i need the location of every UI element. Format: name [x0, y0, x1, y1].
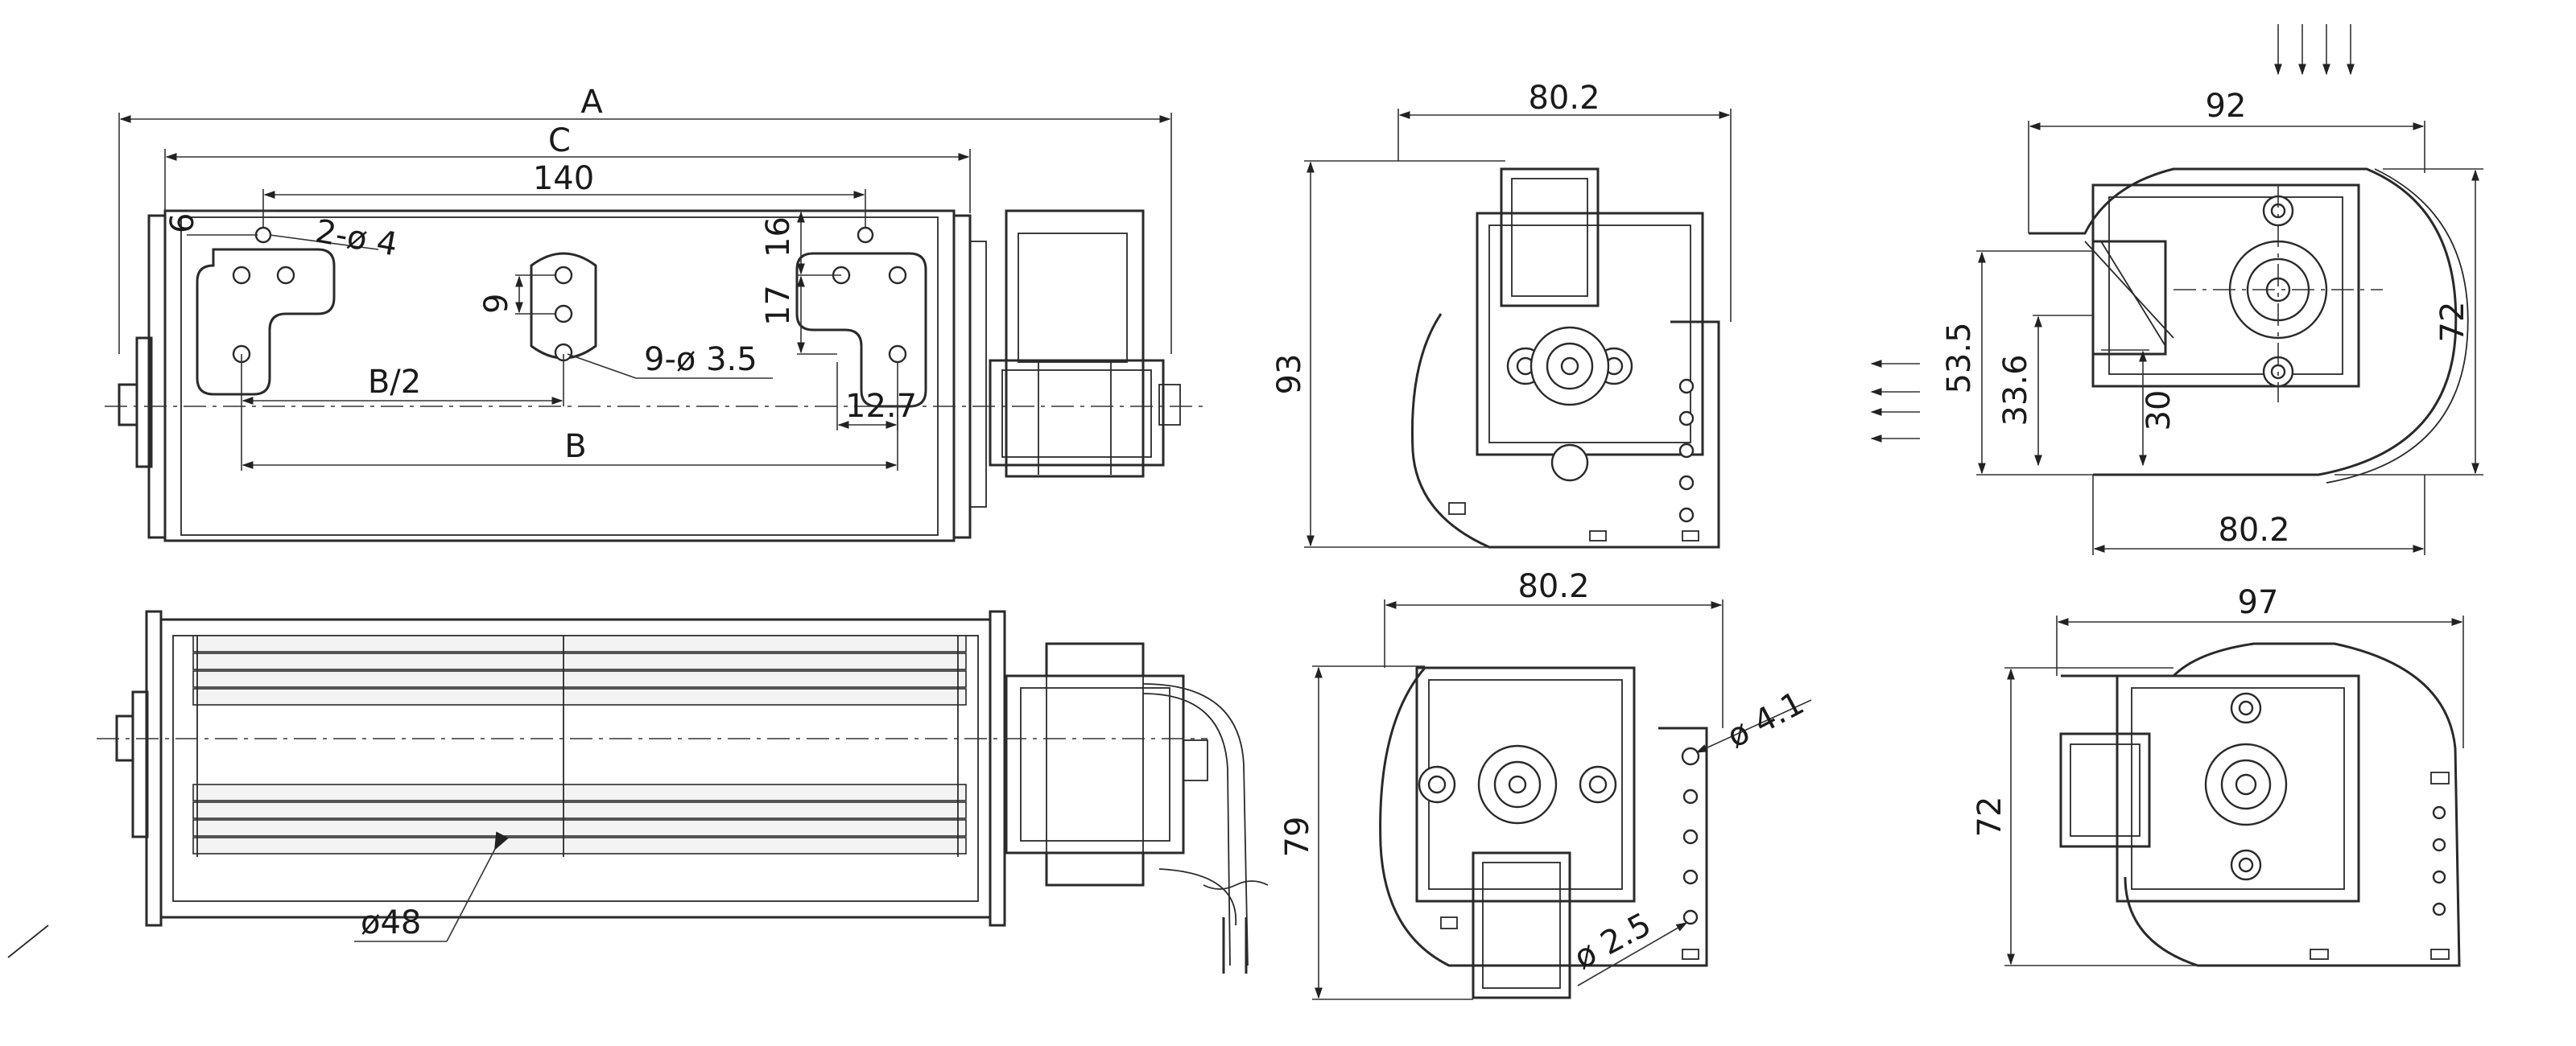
- airflow-view: 92 72 53.5 33.6 30 80.2: [1870, 24, 2483, 555]
- dim-30-label: 30: [2140, 390, 2178, 431]
- airflow-housing: [2029, 167, 2458, 476]
- dim-53-5-label: 53.5: [1941, 322, 1978, 393]
- front-motor: [989, 209, 1181, 478]
- inlet-arrows: [2274, 24, 2355, 76]
- hole-9x3-5-label: 9-ø 3.5: [644, 341, 758, 378]
- middle-bracket: [530, 252, 597, 360]
- side-top-housing: [1410, 313, 1720, 549]
- rear-view: 97 72: [1971, 584, 2464, 967]
- left-bracket: [196, 248, 336, 396]
- side-top-height-label: 93: [1271, 354, 1308, 395]
- top-motor: [1005, 642, 1208, 887]
- dim-C-label: C: [548, 122, 571, 159]
- hole-2x4-label: 2-ø 4: [312, 213, 400, 264]
- rear-width-label: 97: [2238, 584, 2279, 621]
- side-view-bottom: 80.2 79 ø 4.1 ø 2.5: [1279, 568, 1812, 1000]
- hole-4-1-label: ø 4.1: [1721, 685, 1810, 756]
- lead-wire: [1142, 683, 1249, 966]
- top-view: ø48: [97, 610, 1269, 974]
- airflow-width-top-label: 92: [2206, 88, 2247, 125]
- airflow-width-bottom-label: 80.2: [2218, 512, 2289, 549]
- dim-16-label: 16: [760, 216, 797, 257]
- front-housing: [163, 209, 956, 542]
- dim-B-label: B: [564, 428, 586, 465]
- dim-140-label: 140: [533, 160, 594, 197]
- dim-33-6-label: 33.6: [1997, 354, 2034, 426]
- side-bottom-width-label: 80.2: [1517, 568, 1589, 605]
- dim-A-label: A: [580, 84, 603, 121]
- rear-height-label: 72: [1971, 797, 2008, 838]
- impeller-blades: [192, 635, 967, 857]
- dim-6-label: 6: [164, 213, 201, 233]
- dim-12-7-label: 12.7: [845, 388, 917, 425]
- dim-9-label: 9: [478, 294, 515, 314]
- outlet-arrows: [1870, 360, 1920, 443]
- side-bottom-height-label: 79: [1279, 817, 1316, 858]
- dim-B-half-label: B/2: [368, 364, 421, 401]
- side-bottom-housing: [1379, 667, 1708, 967]
- side-top-width-label: 80.2: [1528, 80, 1600, 117]
- front-view: A C 140 6 2-ø 4 16 17 9 9-ø 3.5: [105, 84, 1208, 542]
- stray-line: [7, 925, 49, 958]
- rear-housing: [2061, 642, 2461, 967]
- dim-17-label: 17: [760, 285, 797, 326]
- airflow-height-label: 72: [2434, 302, 2471, 343]
- right-bracket: [795, 252, 927, 408]
- diameter-48-label: ø48: [361, 904, 421, 941]
- side-view-top: 80.2 93: [1271, 80, 1732, 549]
